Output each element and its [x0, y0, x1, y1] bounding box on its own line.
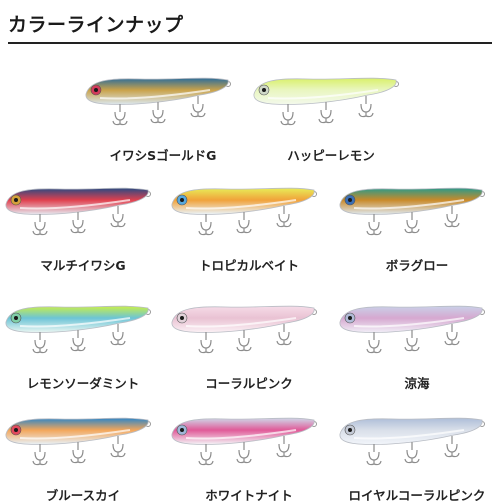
treble-hook-icon — [198, 444, 214, 466]
lure-highlight — [185, 317, 297, 328]
color-item[interactable]: レモンソーダミント — [0, 290, 166, 391]
color-item[interactable]: ホワイトナイト — [166, 402, 332, 503]
lure-image — [171, 187, 317, 236]
treble-hook-icon — [236, 442, 252, 464]
color-name: コーラルピンク — [205, 376, 293, 391]
treble-hook-icon — [112, 104, 128, 126]
color-name: イワシSゴールドG — [109, 148, 217, 163]
treble-hook-icon — [366, 332, 382, 354]
treble-hook-icon — [70, 212, 86, 234]
color-item[interactable]: トロピカルベイト — [166, 172, 332, 273]
color-item[interactable]: ロイヤルコーラルピンク — [334, 402, 500, 503]
lure-image — [171, 305, 317, 354]
color-name: レモンソーダミント — [26, 376, 140, 391]
pupil-icon — [180, 316, 184, 320]
color-name: 涼海 — [404, 376, 430, 391]
treble-hook-icon — [366, 214, 382, 236]
color-name: マルチイワシG — [40, 258, 126, 273]
lure-image — [171, 417, 317, 466]
treble-hook-icon — [280, 104, 296, 126]
lure-highlight — [353, 317, 465, 328]
lure-image — [5, 187, 151, 236]
color-item[interactable]: イワシSゴールドG — [80, 62, 246, 163]
pupil-icon — [348, 198, 352, 202]
treble-hook-icon — [190, 96, 206, 118]
color-item[interactable]: ハッピーレモン — [248, 62, 414, 163]
treble-hook-icon — [236, 330, 252, 352]
treble-hook-icon — [404, 442, 420, 464]
treble-hook-icon — [444, 436, 460, 458]
pupil-icon — [94, 88, 98, 92]
lure-highlight — [19, 429, 131, 440]
pupil-icon — [180, 428, 184, 432]
treble-hook-icon — [276, 206, 292, 228]
color-item[interactable]: 涼海 — [334, 290, 500, 391]
treble-hook-icon — [32, 444, 48, 466]
treble-hook-icon — [276, 324, 292, 346]
pupil-icon — [14, 316, 18, 320]
page-header: カラーラインナップ — [0, 0, 500, 48]
color-item[interactable]: ボラグロー — [334, 172, 500, 273]
lure-highlight — [353, 429, 465, 440]
color-name: ホワイトナイト — [205, 488, 293, 503]
lure-image — [339, 305, 485, 354]
lure-highlight — [99, 89, 211, 100]
pupil-icon — [14, 428, 18, 432]
page-title: カラーラインナップ — [8, 14, 184, 36]
pupil-icon — [348, 428, 352, 432]
lure-image — [5, 417, 151, 466]
color-name: ボラグロー — [385, 258, 449, 273]
treble-hook-icon — [366, 444, 382, 466]
treble-hook-icon — [404, 212, 420, 234]
lure-image — [85, 77, 231, 126]
lure-highlight — [353, 199, 465, 210]
treble-hook-icon — [150, 102, 166, 124]
treble-hook-icon — [32, 214, 48, 236]
color-item[interactable]: ブルースカイ — [0, 402, 166, 503]
treble-hook-icon — [404, 330, 420, 352]
color-item[interactable]: マルチイワシG — [0, 172, 166, 273]
pupil-icon — [180, 198, 184, 202]
lure-image — [5, 305, 151, 354]
lure-image — [339, 187, 485, 236]
treble-hook-icon — [110, 206, 126, 228]
treble-hook-icon — [276, 436, 292, 458]
lure-highlight — [19, 199, 131, 210]
treble-hook-icon — [70, 442, 86, 464]
pupil-icon — [348, 316, 352, 320]
treble-hook-icon — [198, 332, 214, 354]
treble-hook-icon — [32, 332, 48, 354]
treble-hook-icon — [236, 212, 252, 234]
lure-image — [253, 77, 399, 126]
treble-hook-icon — [444, 324, 460, 346]
treble-hook-icon — [70, 330, 86, 352]
color-name: ロイヤルコーラルピンク — [348, 488, 486, 503]
title-underline — [8, 42, 492, 44]
lure-highlight — [19, 317, 131, 328]
treble-hook-icon — [358, 96, 374, 118]
color-name: ハッピーレモン — [287, 148, 375, 163]
lure-highlight — [185, 429, 297, 440]
color-item[interactable]: コーラルピンク — [166, 290, 332, 391]
treble-hook-icon — [110, 324, 126, 346]
treble-hook-icon — [198, 214, 214, 236]
lure-image — [339, 417, 485, 466]
treble-hook-icon — [110, 436, 126, 458]
color-name: トロピカルベイト — [198, 258, 299, 273]
treble-hook-icon — [444, 206, 460, 228]
lure-highlight — [185, 199, 297, 210]
pupil-icon — [262, 88, 266, 92]
treble-hook-icon — [318, 102, 334, 124]
pupil-icon — [14, 198, 18, 202]
color-name: ブルースカイ — [45, 488, 121, 503]
lure-highlight — [267, 89, 379, 100]
